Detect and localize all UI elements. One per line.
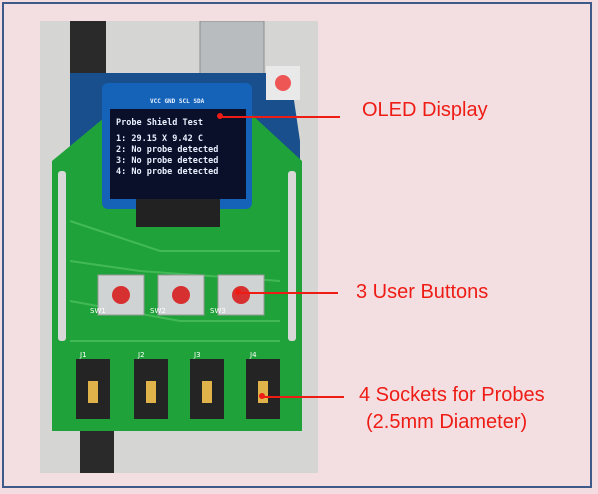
sockets-arrow-tip bbox=[259, 393, 265, 399]
board-illustration: VCC GND SCL SDA Probe Shield Test 1: 29.… bbox=[40, 21, 318, 473]
socket-label-3: J3 bbox=[193, 351, 201, 359]
oled-line-1: 1: 29.15 X 9.42 C bbox=[116, 134, 203, 144]
oled-line-2: 2: No probe detected bbox=[116, 145, 218, 155]
oled-line-3: 3: No probe detected bbox=[116, 156, 218, 166]
socket-label-1: J1 bbox=[79, 351, 87, 359]
label-sockets-line2: (2.5mm Diameter) bbox=[366, 411, 528, 433]
user-buttons bbox=[97, 274, 265, 316]
oled-arrow bbox=[220, 116, 340, 118]
label-oled-display: OLED Display bbox=[362, 99, 488, 121]
board-photo: VCC GND SCL SDA Probe Shield Test 1: 29.… bbox=[40, 21, 318, 473]
buttons-arrow-tip bbox=[235, 289, 241, 295]
oled-line-4: 4: No probe detected bbox=[116, 167, 218, 177]
oled-ribbon bbox=[136, 199, 220, 227]
user-button-3[interactable] bbox=[232, 286, 250, 304]
usb-jack bbox=[199, 21, 265, 78]
button-label-2: SW2 bbox=[150, 307, 166, 315]
user-button-1[interactable] bbox=[112, 286, 130, 304]
socket-label-4: J4 bbox=[249, 351, 257, 359]
button-label-3: SW3 bbox=[210, 307, 226, 315]
sockets-arrow bbox=[262, 396, 344, 398]
button-label-1: SW1 bbox=[90, 307, 106, 315]
oled-arrow-tip bbox=[217, 113, 223, 119]
buttons-arrow bbox=[238, 292, 338, 294]
oled-screen bbox=[110, 109, 246, 199]
probe-sockets bbox=[76, 359, 280, 419]
oled-pin-labels: VCC GND SCL SDA bbox=[150, 98, 205, 105]
reset-button bbox=[275, 75, 291, 91]
probe-cable bbox=[80, 431, 114, 473]
label-sockets-line1: 4 Sockets for Probes bbox=[359, 384, 545, 406]
label-user-buttons: 3 User Buttons bbox=[356, 281, 489, 303]
socket-label-2: J2 bbox=[137, 351, 145, 359]
user-button-2[interactable] bbox=[172, 286, 190, 304]
oled-title: Probe Shield Test bbox=[116, 117, 203, 128]
